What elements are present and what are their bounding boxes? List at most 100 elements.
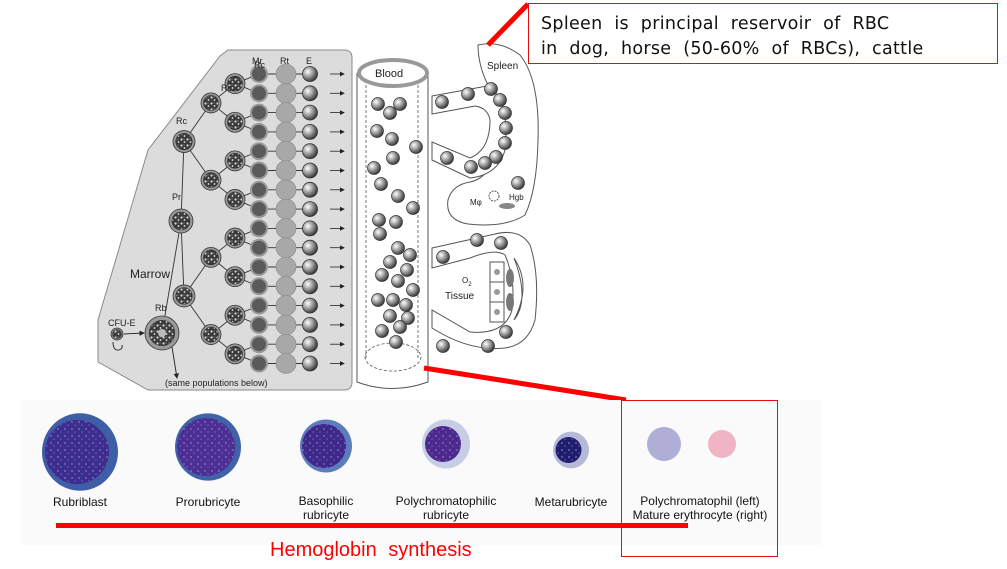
organ-erythrocyte: [484, 82, 498, 96]
cell-photo: [42, 413, 118, 491]
macrophage-label: Mφ: [470, 198, 482, 207]
cfu-e-label: CFU-E: [108, 318, 136, 328]
metarubricyte-cell: [250, 219, 268, 238]
hgb-label: Hgb: [509, 193, 524, 202]
organ-erythrocyte: [436, 250, 450, 264]
rubricyte-cell: [224, 304, 246, 326]
erythrocyte-cell: [302, 278, 318, 295]
organ-erythrocyte: [440, 151, 454, 165]
hemoglobin-synthesis-label: Hemoglobin synthesis: [270, 539, 472, 561]
erythrocyte-cell: [302, 104, 318, 121]
cell-stage-label-line: Metarubricyte: [534, 495, 608, 509]
erythrocyte-cell: [302, 316, 318, 333]
blood-erythrocyte: [401, 311, 415, 325]
metarubricyte-cell: [250, 84, 268, 103]
o2-label: O2: [462, 276, 472, 288]
cell-stage-label: Prorubricyte: [176, 495, 241, 509]
blood-erythrocyte: [383, 309, 397, 323]
rubricyte-cell: [224, 343, 246, 365]
metarubricyte-cell: [250, 161, 268, 180]
metarubricyte-cell: [250, 335, 268, 354]
reticulocyte-cell: [275, 353, 297, 374]
blood-to-final-connector: [423, 365, 627, 403]
rubricyte-cell: [200, 92, 222, 114]
blood-erythrocyte: [367, 161, 381, 175]
rc-label: Rc: [221, 83, 232, 93]
organ-erythrocyte: [478, 156, 492, 170]
organ-erythrocyte: [470, 233, 484, 247]
rubricyte-cell: [224, 227, 246, 249]
cell-stage-label: Polychromatophil (left)Mature erythrocyt…: [633, 494, 768, 522]
organ-erythrocyte: [498, 136, 512, 150]
blood-erythrocyte: [403, 248, 417, 262]
callout-line-2: in dog, horse (50-60% of RBCs), cattle: [541, 39, 924, 59]
cfu-e-cell: [110, 327, 124, 341]
erythrocyte-cell: [302, 123, 318, 140]
erythrocyte-cell: [302, 355, 318, 372]
cell-stage-label-line: Polychromatophil (left): [640, 494, 760, 508]
erythrocyte-cell: [302, 143, 318, 160]
marrow-label: Marrow: [130, 267, 170, 281]
rubricyte-cell: [224, 266, 246, 288]
metarubricyte-cell: [250, 142, 268, 161]
organ-erythrocyte: [489, 150, 503, 164]
same-populations-note: (same populations below): [165, 378, 268, 388]
erythrocyte-cell: [302, 181, 318, 198]
metarubricyte-cell: [250, 354, 268, 373]
cell-photo: [553, 431, 589, 469]
rb-label: Rb: [155, 303, 167, 313]
blood-erythrocyte: [391, 274, 405, 288]
blood-erythrocyte: [406, 201, 420, 215]
blood-erythrocyte: [375, 324, 389, 338]
blood-erythrocyte: [391, 241, 405, 255]
metarubricyte-cell: [250, 180, 268, 199]
blood-erythrocyte: [389, 335, 403, 349]
hemoglobin-synthesis-bar: [56, 523, 688, 528]
organ-erythrocyte: [464, 160, 478, 174]
blood-erythrocyte: [383, 255, 397, 269]
blood-erythrocyte: [400, 263, 414, 277]
rt-label: Rt: [280, 56, 289, 66]
organ-erythrocyte: [481, 339, 495, 353]
cell-stage-label-line: Mature erythrocyte (right): [632, 508, 768, 522]
blood-erythrocyte: [383, 106, 397, 120]
blood-erythrocyte: [391, 189, 405, 203]
metarubricyte-cell: [250, 103, 268, 122]
metarubricyte-cell: [250, 315, 268, 334]
organ-erythrocyte: [494, 236, 508, 250]
rubricyte-cell: [200, 169, 222, 191]
blood-erythrocyte: [372, 213, 386, 227]
tissue-label: Tissue: [445, 291, 475, 302]
erythrocyte-cell: [302, 239, 318, 256]
metarubricyte-cell: [250, 277, 268, 296]
metarubricyte-cell: [250, 65, 268, 83]
blood-erythrocyte: [393, 97, 407, 111]
organ-cells: [435, 82, 525, 353]
spleen-callout-connector: [486, 2, 530, 47]
blood-label: Blood: [375, 68, 403, 80]
blood-erythrocyte: [371, 293, 385, 307]
cell-stage-label: Metarubricyte: [535, 495, 608, 509]
cell-photo: [422, 419, 470, 469]
callout-line-1: Spleen is principal reservoir of RBC: [541, 14, 890, 34]
spleen-reservoir-callout: Spleen is principal reservoir of RBC in …: [528, 3, 998, 64]
erythrocyte-cell: [302, 259, 318, 275]
cell-stage-label-line: rubricyte: [422, 508, 469, 522]
rubricyte-cell: [200, 246, 222, 268]
rubricyte-cell: [172, 130, 196, 153]
cell-photo-strip: [22, 400, 822, 545]
organ-erythrocyte: [493, 93, 507, 107]
spleen-label: Spleen: [487, 61, 518, 72]
erythrocyte-cell: [302, 297, 318, 314]
organ-erythrocyte: [511, 176, 525, 190]
blood-erythrocyte: [393, 320, 407, 334]
cell-stage-label-line: Polychromatophilic: [395, 494, 497, 508]
rc-label: Rc: [176, 116, 187, 126]
metarubricyte-cell: [250, 238, 268, 257]
erythrocyte-cell: [302, 336, 318, 353]
rubricyte-cell: [224, 189, 246, 210]
